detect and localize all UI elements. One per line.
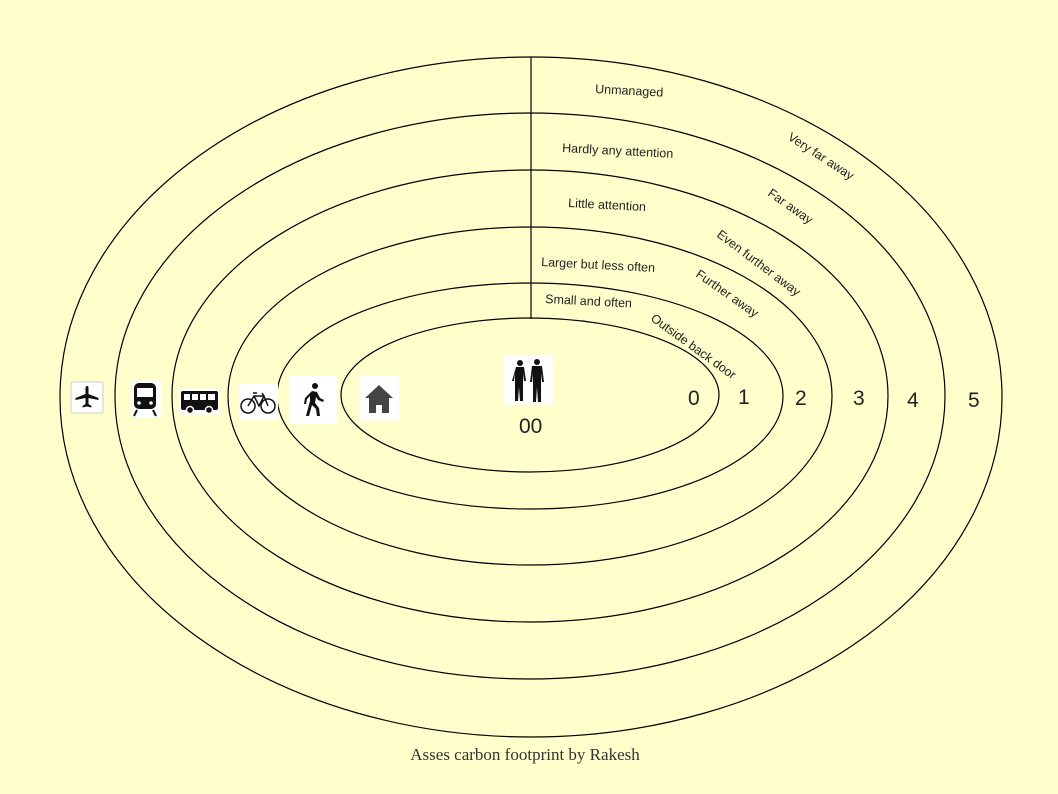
diagram-title: Asses carbon footprint by Rakesh	[410, 745, 640, 764]
airplane-icon	[70, 381, 104, 414]
distance-label: Outside back door	[648, 311, 738, 382]
ring-3	[171, 169, 889, 623]
frequency-label: Small and often	[545, 292, 633, 311]
bus-icon	[180, 389, 219, 415]
train-icon	[131, 381, 161, 418]
ring-2	[227, 226, 833, 566]
distance-label: Very far away	[785, 130, 857, 183]
frequency-label: Hardly any attention	[562, 141, 674, 161]
center-label: 00	[519, 415, 542, 438]
ring-0	[340, 317, 720, 473]
people-icon	[503, 355, 553, 405]
distance-label: Further away	[693, 267, 761, 321]
frequency-label: Unmanaged	[595, 82, 664, 100]
walking-icon	[289, 376, 337, 424]
ring-number: 2	[795, 387, 807, 410]
ring-number: 5	[968, 389, 980, 412]
frequency-label: Larger but less often	[541, 255, 656, 275]
ring-number: 0	[688, 387, 700, 410]
frequency-label: Little attention	[568, 196, 647, 214]
ring-4	[114, 112, 946, 680]
bicycle-icon	[239, 384, 278, 420]
ring-number: 1	[738, 386, 750, 409]
house-icon	[359, 376, 399, 421]
distance-label: Far away	[765, 186, 816, 227]
ring-number: 3	[853, 387, 865, 410]
ring-number: 4	[907, 389, 919, 412]
